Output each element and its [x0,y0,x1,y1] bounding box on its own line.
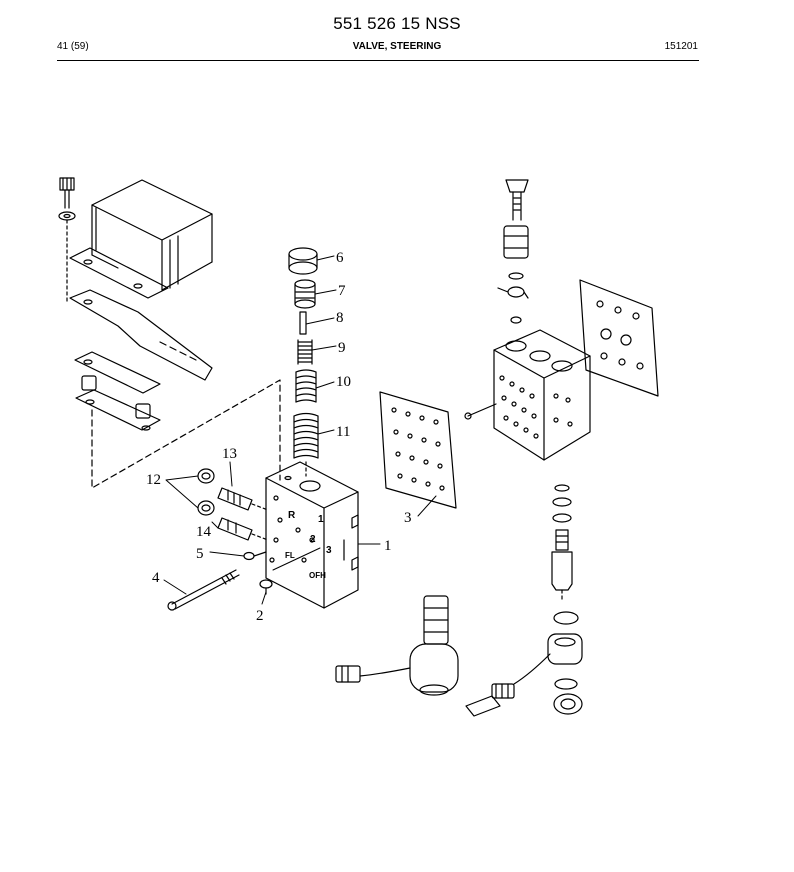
marking-fl: FL [285,551,295,560]
header-divider [57,60,699,61]
marking-2: 2 [310,534,316,545]
revision-date: 151201 [664,41,698,52]
block-markings: R 1 2 3 FL OFH [285,510,332,580]
callout-2: 2 [256,608,264,624]
callout-13: 13 [222,446,237,462]
marking-r: R [288,510,296,521]
document-part-number: 551 526 15 NSS [333,14,461,33]
right-valve-body [335,179,591,717]
spool-stack [288,247,319,477]
leader-lines [163,255,437,605]
callout-5: 5 [196,546,204,562]
callout-14: 14 [196,524,212,540]
marking-3: 3 [326,545,332,556]
callout-6: 6 [336,250,344,266]
callout-7: 7 [338,283,346,299]
marking-1: 1 [318,514,324,525]
valve-block [265,461,359,609]
page-indicator: 41 (59) [57,41,89,52]
right-gasket [579,279,659,397]
callout-3: 3 [404,510,412,526]
marking-ofh: OFH [309,571,326,580]
callout-12: 12 [146,472,161,488]
gasket-plate [379,391,457,509]
callout-8: 8 [336,310,344,326]
callout-9: 9 [338,340,346,356]
callout-10: 10 [336,374,351,390]
left-components [167,468,273,611]
section-title: VALVE, STEERING [352,41,442,52]
callout-4: 4 [152,570,160,586]
callout-labels: 1 2 3 4 5 6 7 8 9 10 11 12 13 14 [146,250,412,624]
callout-1: 1 [384,538,392,554]
callout-11: 11 [336,424,350,440]
cover-assembly [58,177,281,489]
